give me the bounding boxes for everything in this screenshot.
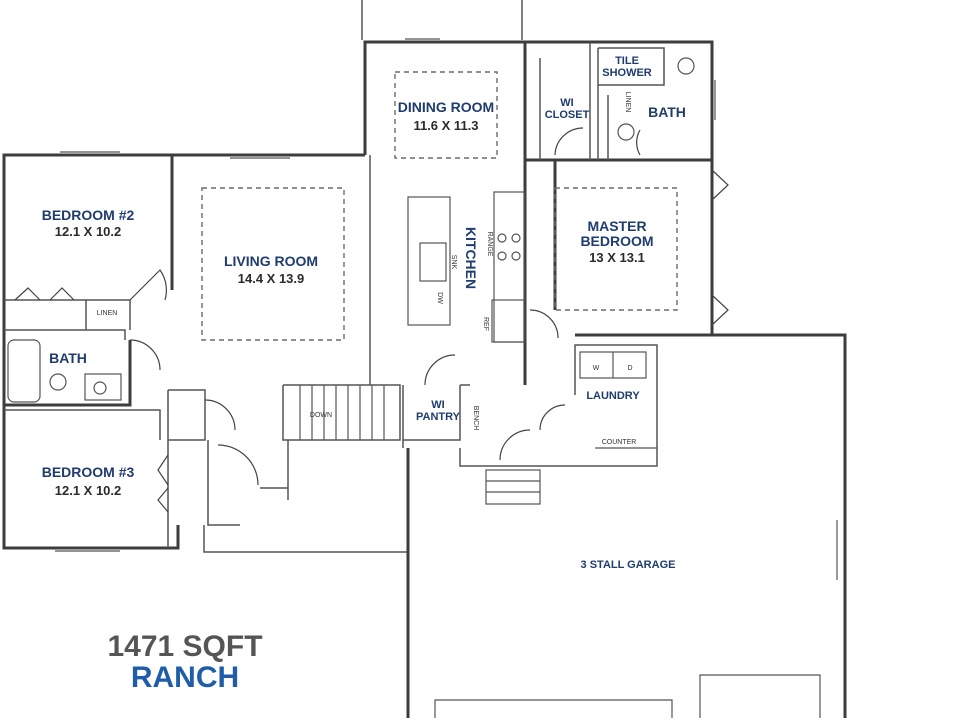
wall bbox=[459, 344, 658, 467]
master-bedroom-label-1: MASTER bbox=[587, 218, 646, 234]
tile-shower-label-1: TILE bbox=[615, 55, 639, 67]
door-swing bbox=[499, 429, 531, 461]
wall bbox=[203, 525, 408, 553]
house-style-label: RANCH bbox=[131, 661, 239, 694]
toilet bbox=[49, 373, 67, 391]
kitchen-island bbox=[407, 196, 451, 326]
wi-closet-label-2: CLOSET bbox=[545, 109, 590, 121]
wall bbox=[207, 440, 240, 526]
door-swing bbox=[529, 309, 559, 339]
wi-closet-label-1: WI bbox=[560, 97, 573, 109]
square-footage-label: 1471 SQFT bbox=[107, 630, 262, 663]
stairs bbox=[299, 385, 541, 505]
bath-fixtures bbox=[7, 57, 695, 449]
dining-room-size: 11.6 X 11.3 bbox=[413, 118, 478, 133]
door-swing bbox=[554, 127, 584, 156]
doors bbox=[14, 127, 729, 513]
wall bbox=[525, 158, 714, 337]
burner bbox=[511, 251, 521, 261]
wall bbox=[712, 333, 847, 718]
bathtub bbox=[7, 339, 41, 403]
door-swing bbox=[129, 269, 167, 301]
closet-door bbox=[157, 487, 169, 513]
wall bbox=[4, 340, 132, 407]
closet-door bbox=[157, 454, 169, 486]
labels: DINING ROOM 11.6 X 11.3 LIVING ROOM 14.4… bbox=[42, 55, 686, 694]
wall bbox=[2, 153, 365, 550]
linen-master-label: LINEN bbox=[624, 92, 631, 113]
toilet bbox=[677, 57, 695, 75]
door-swing bbox=[217, 444, 259, 486]
walls bbox=[2, 0, 847, 718]
hall-bath-label: BATH bbox=[49, 350, 87, 366]
room-outlines bbox=[201, 71, 678, 341]
wi-pantry-label-1: WI bbox=[431, 399, 444, 411]
windows bbox=[55, 38, 838, 580]
bedroom-2-label: BEDROOM #2 bbox=[42, 207, 135, 223]
burner bbox=[497, 251, 507, 261]
refrigerator bbox=[491, 299, 525, 343]
wall bbox=[402, 385, 461, 441]
tile-shower-label-2: SHOWER bbox=[602, 67, 652, 79]
bedroom-3-label: BEDROOM #3 bbox=[42, 464, 135, 480]
kitchen-label: KITCHEN bbox=[463, 227, 479, 289]
bench-label: BENCH bbox=[472, 406, 479, 431]
closet-door bbox=[14, 287, 41, 301]
refrigerator-label: REF bbox=[482, 317, 489, 331]
closet-door bbox=[49, 287, 75, 301]
master-bedroom-label-2: BEDROOM bbox=[580, 233, 653, 249]
sink bbox=[93, 381, 107, 395]
washer-label: W bbox=[593, 365, 600, 372]
sink bbox=[617, 123, 635, 141]
living-outline bbox=[201, 187, 345, 341]
dryer-label: D bbox=[627, 365, 632, 372]
kitchen-counter bbox=[493, 191, 525, 343]
door-swing bbox=[204, 399, 236, 431]
linen-hall-label: LINEN bbox=[97, 310, 118, 317]
door-swing bbox=[424, 354, 456, 386]
vanity bbox=[84, 373, 122, 401]
wall bbox=[4, 329, 126, 340]
garage-label: 3 STALL GARAGE bbox=[581, 559, 676, 571]
door-swing bbox=[129, 339, 161, 371]
garage-doors bbox=[434, 674, 821, 718]
door-swing bbox=[711, 169, 729, 201]
wall bbox=[168, 389, 206, 441]
wall bbox=[282, 384, 401, 441]
door-swing bbox=[711, 294, 729, 326]
master-outline bbox=[554, 187, 678, 311]
living-room-size: 14.4 X 13.9 bbox=[238, 271, 305, 286]
living-room-label: LIVING ROOM bbox=[224, 253, 318, 269]
kitchen-sink bbox=[419, 242, 447, 282]
dishwasher-label: DW bbox=[436, 292, 443, 304]
wall bbox=[597, 47, 665, 86]
stairs-down-label: DOWN bbox=[310, 412, 332, 419]
master-bedroom-size: 13 X 13.1 bbox=[589, 250, 645, 265]
wall bbox=[4, 409, 161, 440]
bedroom-3-size: 12.1 X 10.2 bbox=[55, 483, 122, 498]
range-label: RANGE bbox=[486, 232, 493, 257]
entry-steps bbox=[485, 469, 541, 505]
door-swing bbox=[539, 404, 566, 431]
wall bbox=[363, 40, 714, 160]
door-swing bbox=[636, 129, 641, 156]
garage-door bbox=[434, 699, 673, 718]
kitchen-fixtures bbox=[407, 191, 525, 343]
bedroom-2-size: 12.1 X 10.2 bbox=[55, 224, 122, 239]
counter-label: COUNTER bbox=[602, 439, 637, 446]
burner bbox=[497, 233, 507, 243]
burner bbox=[511, 233, 521, 243]
wi-pantry-label-2: PANTRY bbox=[416, 411, 461, 423]
dining-room-label: DINING ROOM bbox=[398, 99, 494, 115]
master-bath-label: BATH bbox=[648, 104, 686, 120]
laundry-label: LAUNDRY bbox=[586, 390, 640, 402]
garage-door bbox=[699, 674, 821, 718]
sink-label: SNK bbox=[450, 255, 457, 270]
dining-outline bbox=[394, 71, 498, 159]
